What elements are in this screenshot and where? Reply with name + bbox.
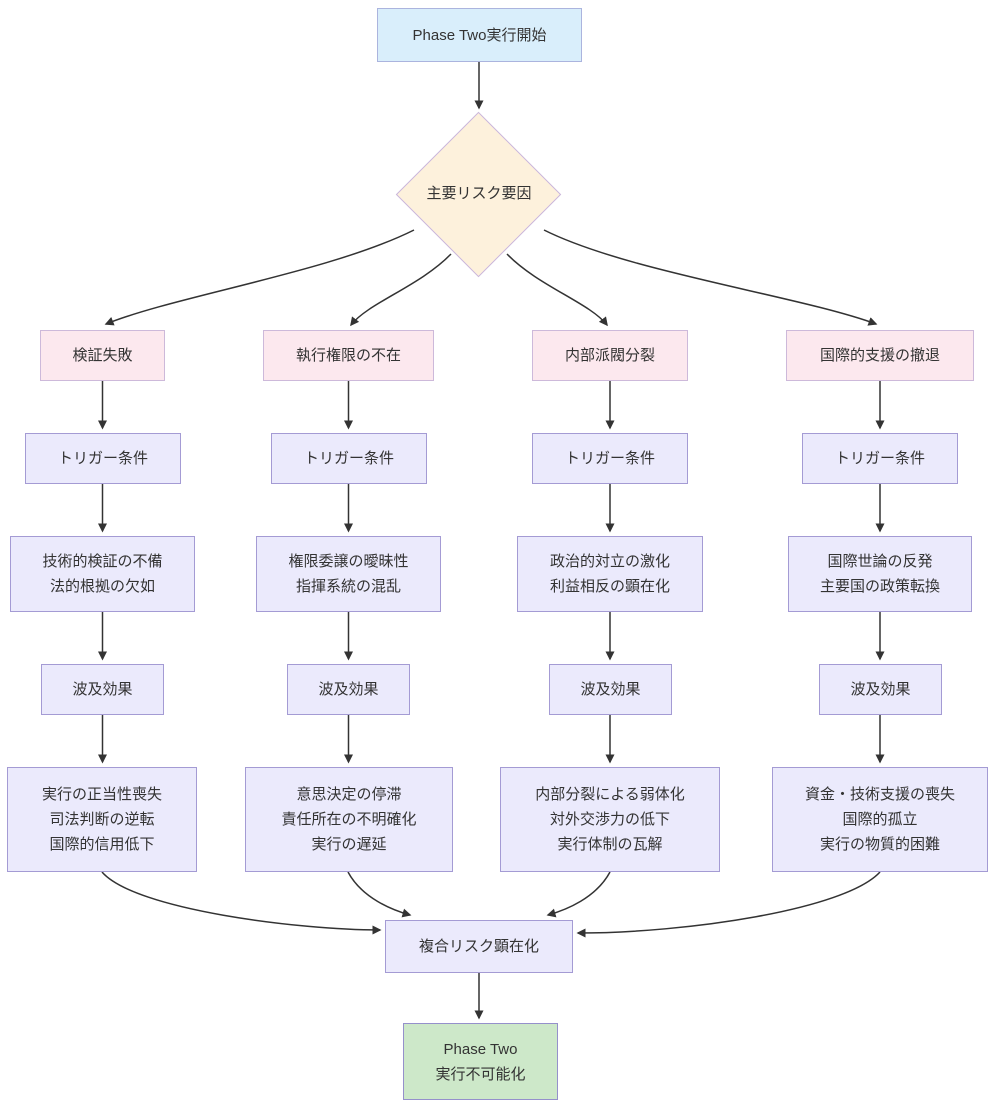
condition-line: 権限委譲の曖昧性	[288, 553, 409, 570]
edge-decision-risk4	[543, 229, 878, 326]
effect-label-4: 波及効果	[850, 681, 911, 698]
condition-line: 利益相反の顕在化	[549, 578, 670, 595]
impact-line: 国際的孤立	[842, 811, 918, 828]
effect-label-1: 波及効果	[72, 681, 133, 698]
impact-line: 実行の遅延	[311, 836, 387, 853]
converge-node: 複合リスク顕在化	[385, 920, 573, 973]
trigger-node-3: トリガー条件	[532, 433, 688, 484]
decision-label: 主要リスク要因	[426, 185, 532, 202]
effect-node-1: 波及効果	[41, 664, 164, 715]
risk-label-3: 内部派閥分裂	[564, 347, 655, 364]
end-node: Phase Two 実行不可能化	[403, 1023, 558, 1100]
risk-label-1: 検証失敗	[72, 347, 133, 364]
risk-node-1: 検証失敗	[40, 330, 165, 381]
impact-line: 意思決定の停滞	[296, 786, 402, 803]
edge-decision-risk3	[506, 253, 608, 327]
trigger-label-3: トリガー条件	[564, 450, 655, 467]
impact-line: 対外交渉力の低下	[549, 811, 670, 828]
risk-node-2: 執行権限の不在	[263, 330, 434, 381]
risk-label-2: 執行権限の不在	[295, 347, 401, 364]
impact-line: 実行の正当性喪失	[41, 786, 162, 803]
condition-line: 法的根拠の欠如	[49, 578, 155, 595]
impact-node-4: 資金・技術支援の喪失 国際的孤立 実行の物質的困難	[772, 767, 988, 872]
impact-line: 国際的信用低下	[49, 836, 155, 853]
impact-node-3: 内部分裂による弱体化 対外交渉力の低下 実行体制の瓦解	[500, 767, 720, 872]
effect-label-3: 波及効果	[580, 681, 641, 698]
condition-node-1: 技術的検証の不備 法的根拠の欠如	[10, 536, 195, 612]
effect-node-3: 波及効果	[549, 664, 672, 715]
start-node: Phase Two実行開始	[377, 8, 582, 62]
impact-line: 資金・技術支援の喪失	[804, 786, 955, 803]
impact-node-2: 意思決定の停滞 責任所在の不明確化 実行の遅延	[245, 767, 453, 872]
edge-impact3-converge	[546, 871, 611, 918]
trigger-node-2: トリガー条件	[271, 433, 427, 484]
effect-label-2: 波及効果	[318, 681, 379, 698]
condition-line: 技術的検証の不備	[42, 553, 163, 570]
trigger-node-4: トリガー条件	[802, 433, 958, 484]
condition-line: 国際世論の反発	[827, 553, 933, 570]
impact-line: 実行の物質的困難	[819, 836, 940, 853]
trigger-label-1: トリガー条件	[57, 450, 148, 467]
edge-impact2-converge	[347, 871, 412, 918]
trigger-label-2: トリガー条件	[303, 450, 394, 467]
converge-label: 複合リスク顕在化	[418, 938, 539, 955]
impact-line: 責任所在の不明確化	[281, 811, 417, 828]
effect-node-4: 波及効果	[819, 664, 942, 715]
impact-line: 内部分裂による弱体化	[535, 786, 685, 803]
edge-decision-risk2	[350, 253, 452, 327]
condition-line: 政治的対立の激化	[549, 553, 670, 570]
edge-decision-risk1	[104, 229, 415, 326]
condition-line: 指揮系統の混乱	[295, 578, 401, 595]
impact-line: 実行体制の瓦解	[557, 836, 663, 853]
condition-node-2: 権限委譲の曖昧性 指揮系統の混乱	[256, 536, 441, 612]
impact-line: 司法判断の逆転	[49, 811, 155, 828]
edge-impact1-converge	[101, 871, 382, 935]
start-label: Phase Two実行開始	[412, 26, 547, 44]
risk-node-4: 国際的支援の撤退	[786, 330, 974, 381]
effect-node-2: 波及効果	[287, 664, 410, 715]
end-line: 実行不可能化	[435, 1065, 526, 1083]
end-line: Phase Two	[443, 1040, 518, 1058]
impact-node-1: 実行の正当性喪失 司法判断の逆転 国際的信用低下	[7, 767, 197, 872]
condition-node-3: 政治的対立の激化 利益相反の顕在化	[517, 536, 703, 612]
edge-impact4-converge	[576, 871, 881, 938]
risk-label-4: 国際的支援の撤退	[819, 347, 940, 364]
trigger-node-1: トリガー条件	[25, 433, 181, 484]
condition-line: 主要国の政策転換	[819, 578, 940, 595]
risk-node-3: 内部派閥分裂	[532, 330, 688, 381]
trigger-label-4: トリガー条件	[834, 450, 925, 467]
condition-node-4: 国際世論の反発 主要国の政策転換	[788, 536, 972, 612]
